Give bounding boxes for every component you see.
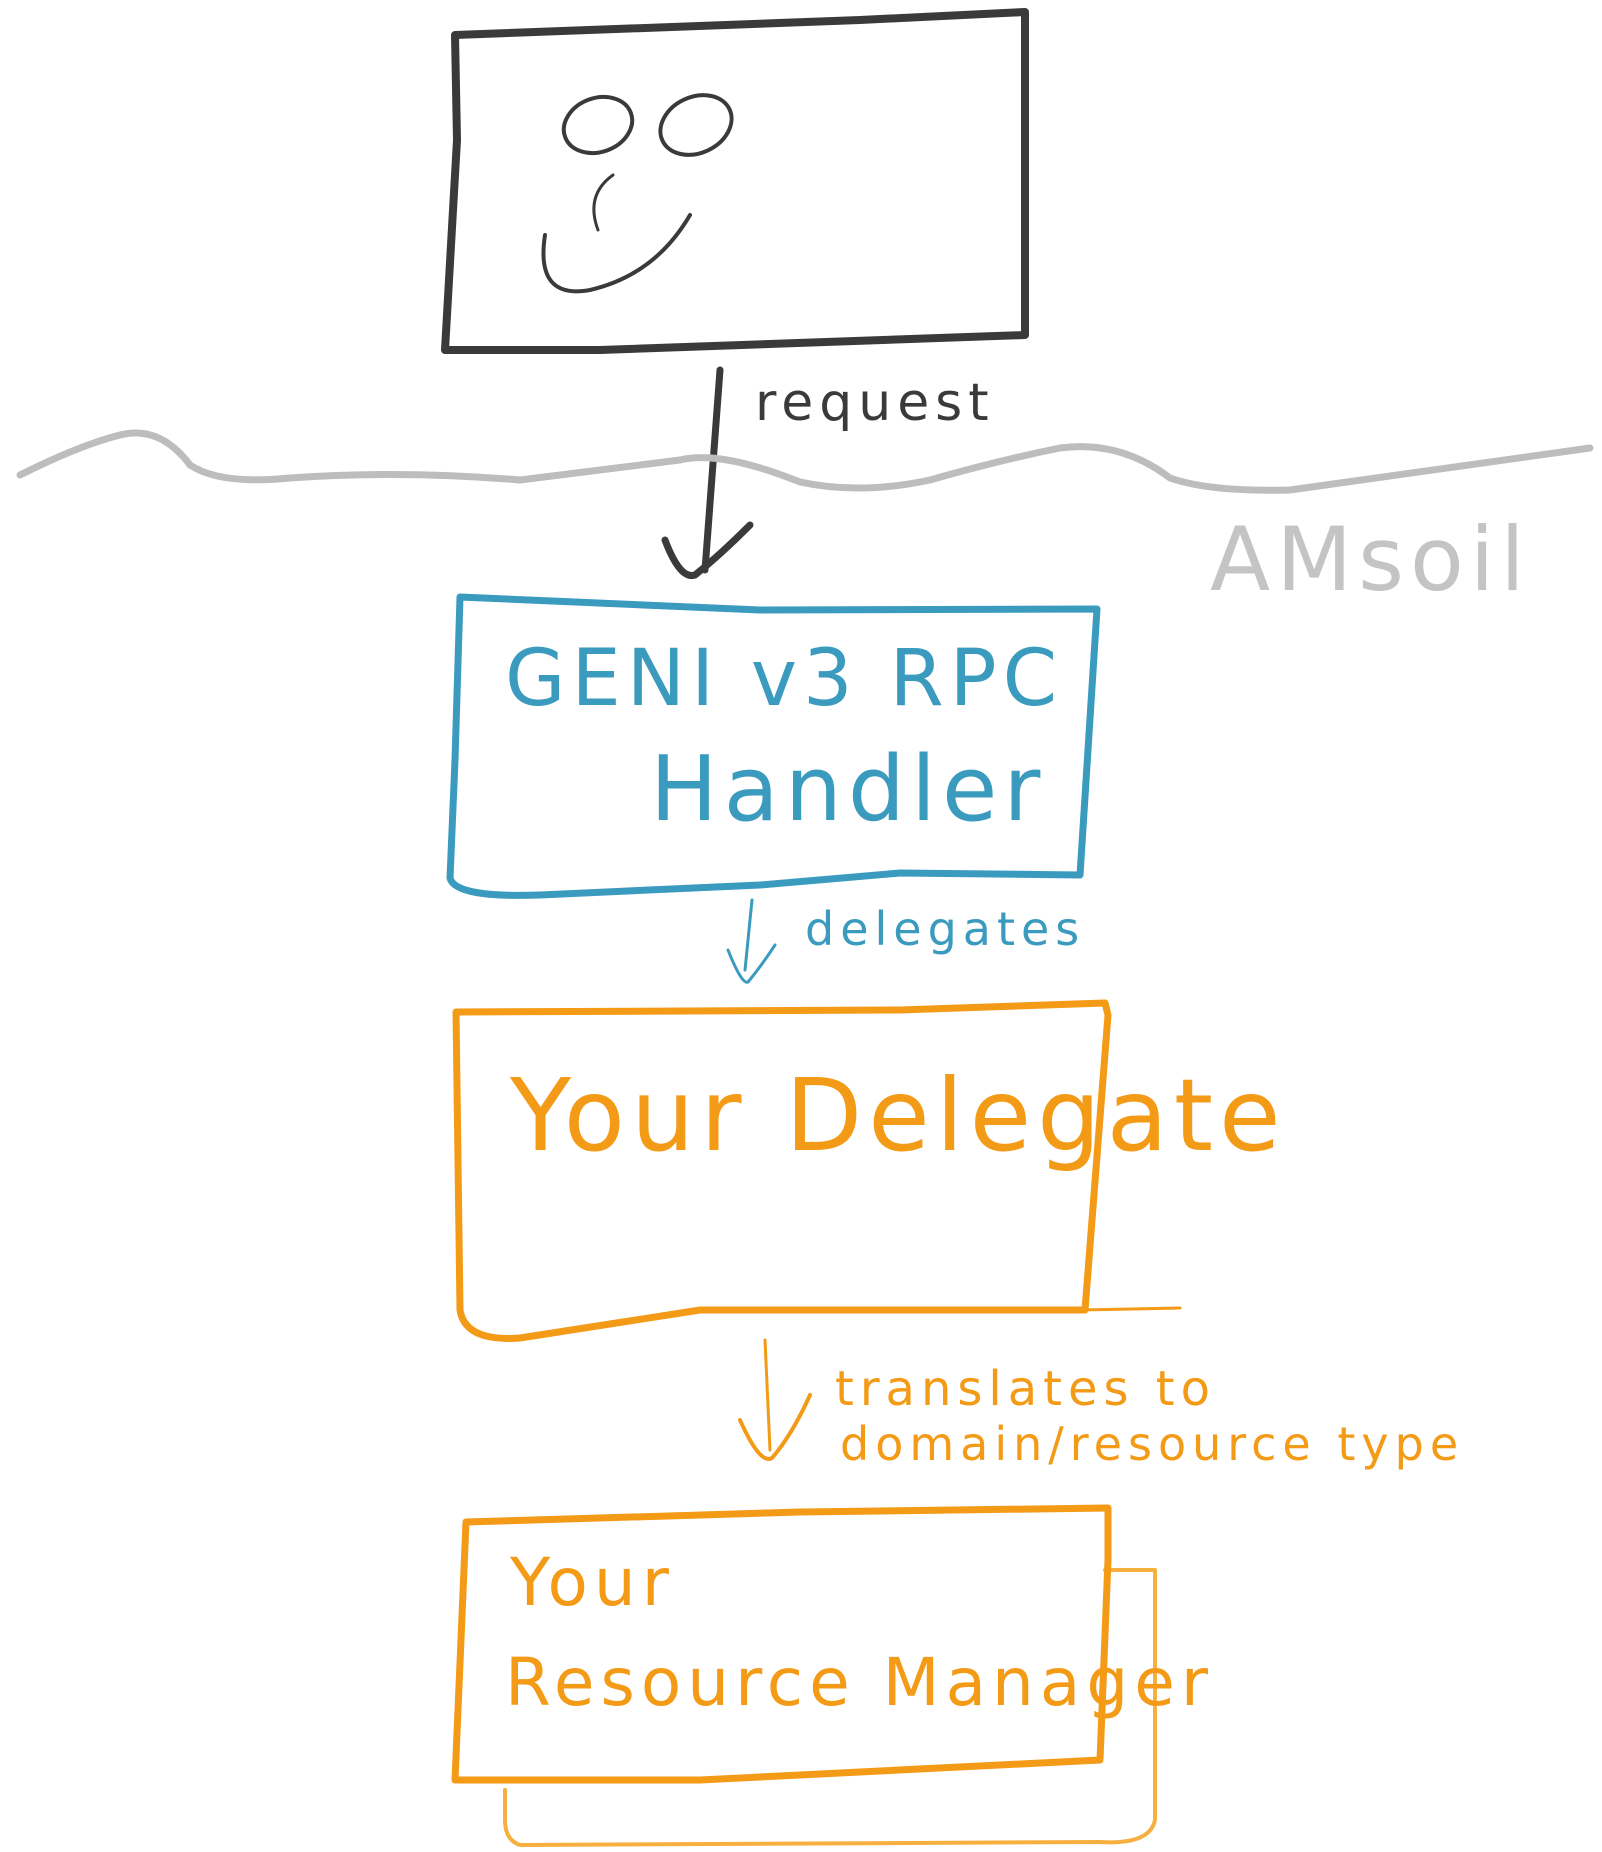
rpc-handler-outline (446, 593, 1101, 899)
resource-manager-back-outline (503, 1568, 1157, 1847)
request-label: request (755, 373, 995, 433)
delegate-box-title: Your Delegate (509, 1057, 1287, 1174)
resource-manager-box (451, 1504, 1157, 1847)
translates-label-line1: translates to (835, 1361, 1216, 1417)
delegate-box (452, 999, 1182, 1342)
delegate-box-outline (452, 999, 1112, 1342)
resource-manager-title-line1: Your (509, 1544, 675, 1621)
amsoil-boundary (16, 429, 1594, 494)
rpc-handler-title-line1: GENI v3 RPC (505, 634, 1063, 724)
amsoil-label: AMsoil (1210, 508, 1531, 611)
translates-label-line2: domain/resource type (840, 1417, 1464, 1471)
rpc-handler-box (446, 593, 1101, 899)
rpc-handler-title-line2: Handler (650, 737, 1046, 842)
resource-manager-title-line2: Resource Manager (505, 1644, 1214, 1721)
client-box-outline (441, 8, 1029, 354)
request-arrow (661, 366, 754, 580)
client-box (441, 8, 1029, 354)
delegates-label: delegates (805, 902, 1085, 956)
resource-manager-outline (451, 1504, 1112, 1784)
face-icon (541, 93, 734, 294)
delegates-arrow (726, 898, 777, 984)
translates-arrow (738, 1338, 812, 1461)
